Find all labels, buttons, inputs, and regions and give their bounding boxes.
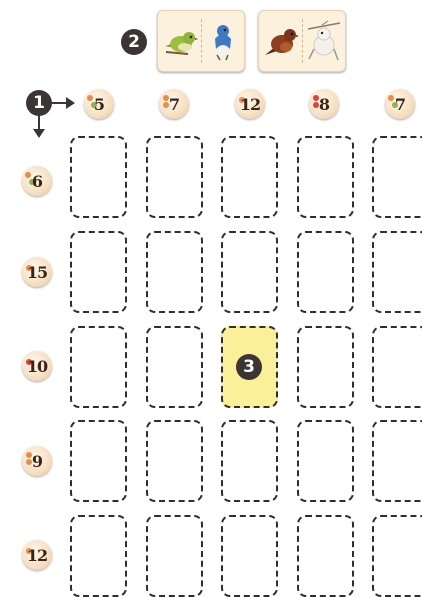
bird-card-pair-1[interactable]	[157, 10, 245, 72]
row-target-value: 9	[32, 452, 42, 471]
marker-bird-cards: 2	[121, 29, 147, 55]
grid-cell-r3-c5[interactable]	[372, 326, 422, 408]
grid-cell-r2-c1[interactable]	[70, 231, 127, 313]
marker-selected-space: 3	[236, 354, 262, 380]
grid-cell-r1-c1[interactable]	[70, 136, 127, 218]
column-target-1: 5	[84, 89, 114, 119]
grid-cell-r3-c1[interactable]	[70, 326, 127, 408]
brown-bird-icon	[263, 19, 299, 63]
arrow-down-icon	[38, 115, 40, 131]
grid-cell-r1-c5[interactable]	[372, 136, 422, 218]
grid-cell-r3-c4[interactable]	[297, 326, 354, 408]
column-target-4: 8	[309, 89, 339, 119]
grid-cell-r4-c1[interactable]	[70, 420, 127, 502]
marker-placement-order: 1	[26, 90, 52, 116]
row-target-value: 10	[27, 357, 47, 376]
marker-selected-space-label: 3	[243, 357, 255, 377]
grid-cell-r4-c3[interactable]	[221, 420, 278, 502]
row-target-1: 6	[22, 166, 52, 196]
grid-cell-r4-c4[interactable]	[297, 420, 354, 502]
marker-bird-cards-label: 2	[128, 32, 140, 52]
row-target-value: 6	[32, 172, 42, 191]
grid-cell-r5-c5[interactable]	[372, 515, 422, 597]
grid-cell-r3-c3-selected[interactable]: 3	[221, 326, 278, 408]
arrow-right-icon	[52, 102, 68, 104]
row-target-value: 15	[27, 263, 47, 282]
grid-cell-r1-c4[interactable]	[297, 136, 354, 218]
grid-cell-r5-c3[interactable]	[221, 515, 278, 597]
marker-placement-order-label: 1	[33, 93, 45, 113]
grid-cell-r4-c5[interactable]	[372, 420, 422, 502]
row-target-3: 10	[22, 351, 52, 381]
grid-cell-r5-c2[interactable]	[146, 515, 203, 597]
blue-white-bird-icon	[205, 19, 241, 63]
row-target-5: 12	[22, 540, 52, 570]
column-target-value: 8	[319, 95, 329, 114]
row-target-2: 15	[22, 257, 52, 287]
bird-card-pair-2[interactable]	[258, 10, 346, 72]
green-songbird-icon	[162, 19, 198, 63]
grid-cell-r2-c4[interactable]	[297, 231, 354, 313]
row-target-value: 12	[27, 546, 47, 565]
grid-cell-r3-c2[interactable]	[146, 326, 203, 408]
column-target-value: 12	[240, 95, 260, 114]
column-target-2: 7	[159, 89, 189, 119]
column-target-value: 5	[94, 95, 104, 114]
grid-cell-r1-c3[interactable]	[221, 136, 278, 218]
grid-cell-r5-c1[interactable]	[70, 515, 127, 597]
column-target-5: 7	[385, 89, 415, 119]
row-target-4: 9	[22, 446, 52, 476]
grid-cell-r2-c5[interactable]	[372, 231, 422, 313]
grid-cell-r5-c4[interactable]	[297, 515, 354, 597]
column-target-3: 12	[235, 89, 265, 119]
grid-cell-r2-c2[interactable]	[146, 231, 203, 313]
white-tit-icon	[306, 19, 342, 63]
column-target-value: 7	[395, 95, 405, 114]
grid-cell-r4-c2[interactable]	[146, 420, 203, 502]
column-target-value: 7	[169, 95, 179, 114]
grid-cell-r2-c3[interactable]	[221, 231, 278, 313]
grid-cell-r1-c2[interactable]	[146, 136, 203, 218]
